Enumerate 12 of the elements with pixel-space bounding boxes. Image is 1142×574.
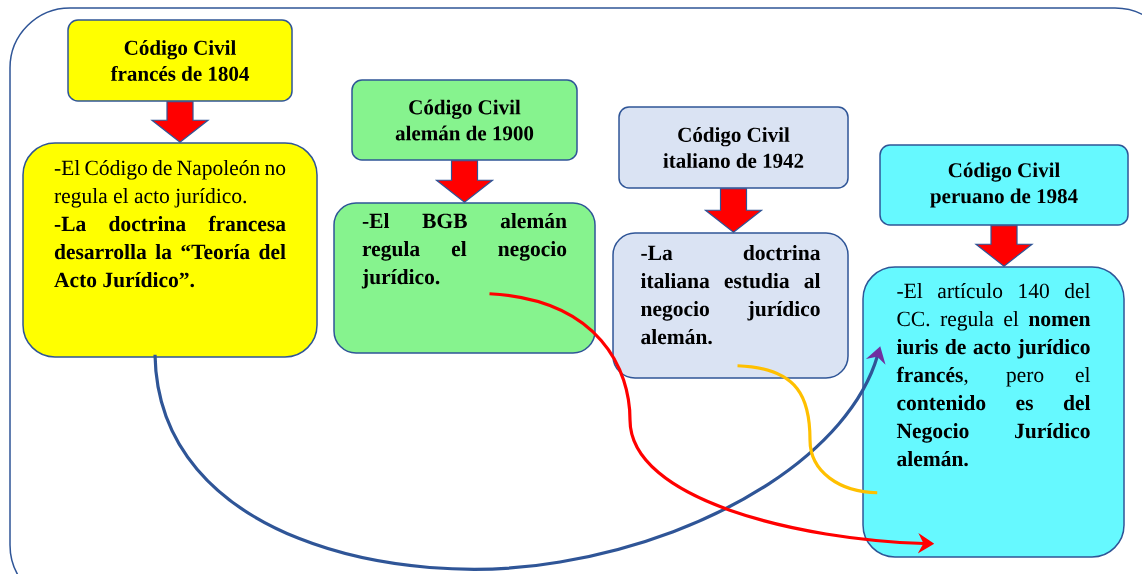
block-arrow xyxy=(434,160,495,203)
title-box: Código Civil francés de 1804 xyxy=(67,19,293,102)
title-box: Código Civil alemán de 1900 xyxy=(351,79,578,161)
text-box: -El BGB alemán regula el negocio jurídico. xyxy=(333,202,596,354)
block-arrow xyxy=(150,101,210,143)
block-arrow xyxy=(974,225,1034,267)
text-box: -La doctrina italiana estudia al negocio jurídico alemán. xyxy=(612,232,849,379)
text-box: -El artículo 140 del CC. regula el nomen iuris de acto jurídico francés, pero el contenido es del Negocio Jurídico alemán. xyxy=(862,266,1125,558)
text-box: -El Código de Napoleón no regula el acto jurídico. -La doctrina francesa desarrolla la “Teoría del Acto Jurídico”. xyxy=(22,142,318,358)
title-box: Código Civil peruano de 1984 xyxy=(879,144,1129,226)
title-box: Código Civil italiano de 1942 xyxy=(618,106,849,189)
block-arrow xyxy=(703,188,764,234)
